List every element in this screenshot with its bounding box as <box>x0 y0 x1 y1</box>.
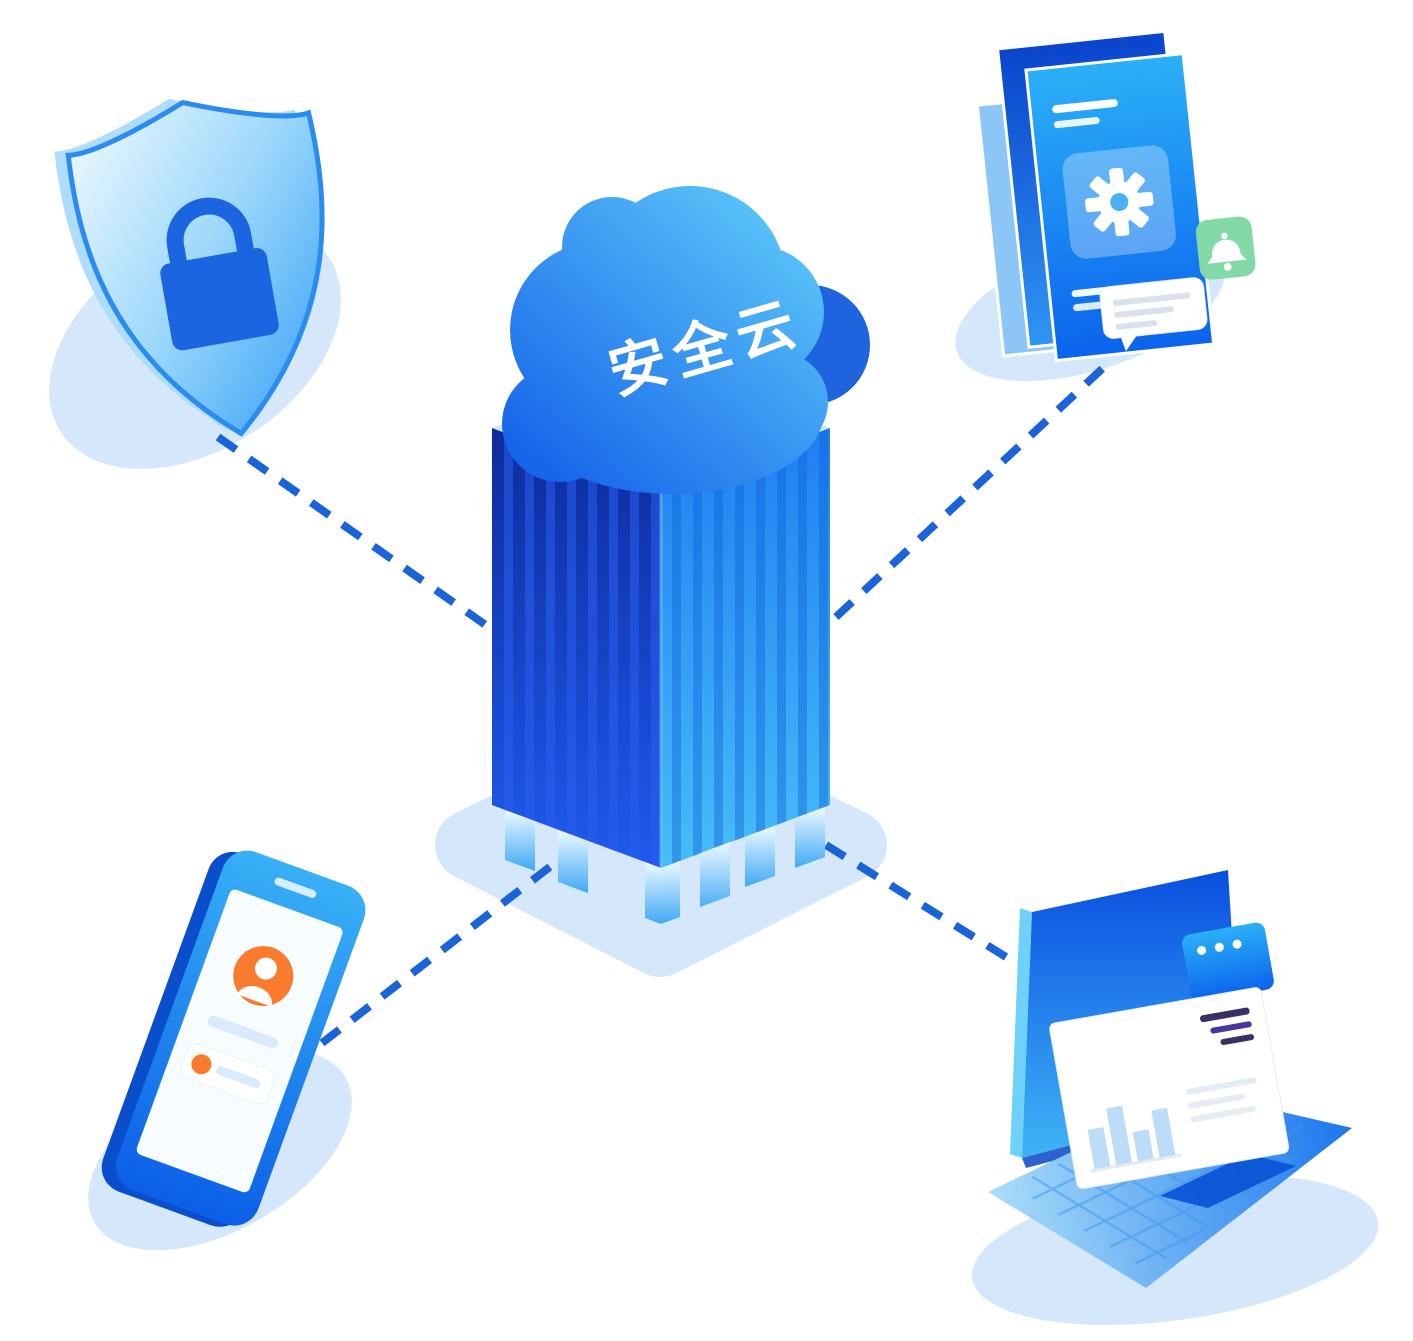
phone-speaker <box>274 877 317 898</box>
window-dot <box>1232 939 1242 949</box>
chart-baseline <box>1090 1153 1182 1173</box>
cloud-icon <box>502 186 828 494</box>
tower-legs <box>505 807 825 924</box>
document-text-line <box>1052 99 1118 114</box>
dashboard-text-line <box>1188 1093 1246 1109</box>
dashboard-title-line <box>1210 1021 1252 1034</box>
bubble-text-line <box>1115 320 1158 330</box>
dashboard-title-line <box>1200 1007 1250 1023</box>
dashboard-card <box>1049 987 1290 1190</box>
tower-left-face-stripes <box>492 428 661 868</box>
security-shield <box>54 98 325 437</box>
secure-documents <box>975 29 1256 363</box>
dashboard-title-line <box>1220 1034 1255 1045</box>
gear-icon <box>1085 167 1154 237</box>
user-icon <box>237 957 277 1007</box>
mobile-login <box>101 850 366 1227</box>
dashboard-text-line <box>1185 1077 1257 1095</box>
document-text-line <box>1053 117 1100 129</box>
window-dot <box>1197 945 1207 955</box>
bubble-text-line <box>1114 306 1174 318</box>
login-field-line <box>207 1015 279 1049</box>
card-text-line <box>216 1066 261 1088</box>
touchpad <box>1160 1154 1296 1208</box>
window-dot <box>1214 942 1224 952</box>
bell-icon <box>1207 232 1247 271</box>
dashboard-text-line <box>1190 1105 1256 1123</box>
tower-right-face-stripes <box>661 428 830 868</box>
connector-shield-to-tower <box>215 433 500 637</box>
card-dot <box>191 1054 212 1075</box>
security-cloud: 安全云 <box>502 186 870 494</box>
connection-lines <box>215 365 1106 1047</box>
security-cloud-server <box>492 365 830 924</box>
notification-badge <box>1195 216 1256 280</box>
bubble-text-line <box>1112 292 1191 306</box>
connector-tower-to-documents <box>833 365 1106 620</box>
login-card <box>180 1043 276 1105</box>
connector-phone-to-tower <box>319 862 554 1047</box>
lock-icon <box>160 197 279 351</box>
laptop-screen-thickness <box>1010 908 1032 1158</box>
chat-bubble-icon <box>1099 277 1208 352</box>
browser-mini-window <box>1182 922 1274 1002</box>
bar-chart-icon <box>1087 1105 1176 1170</box>
